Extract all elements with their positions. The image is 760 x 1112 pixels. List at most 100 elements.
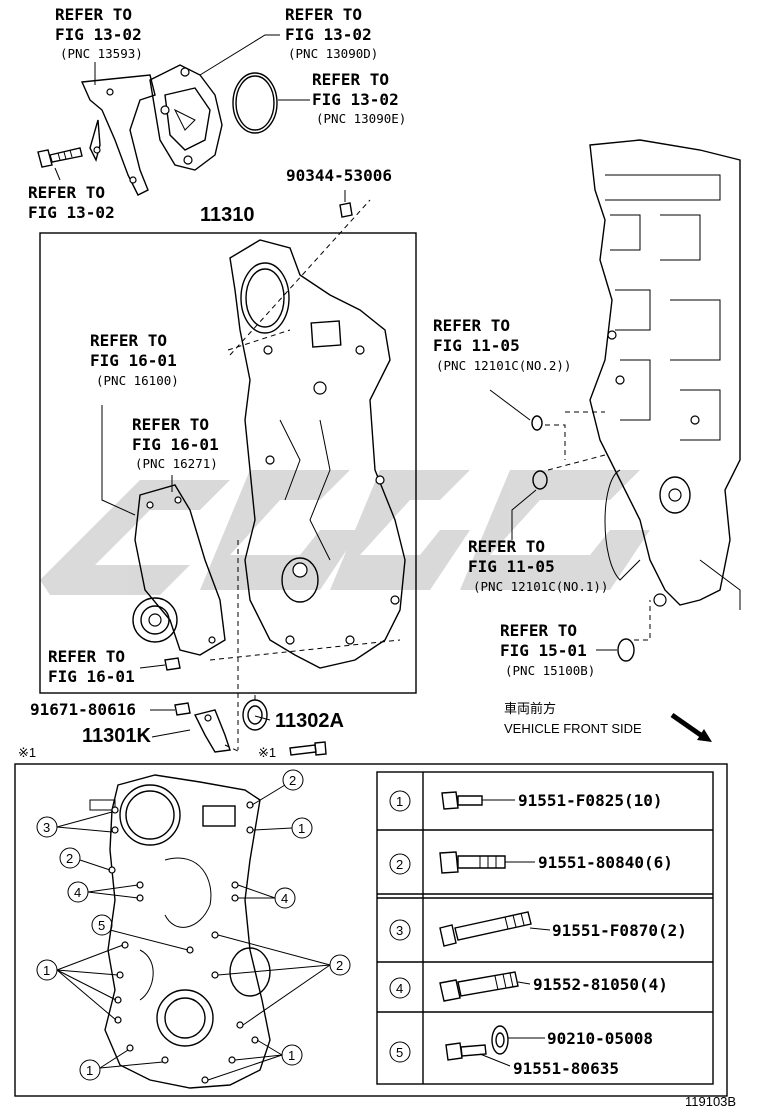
svg-text:3: 3 <box>43 820 50 835</box>
vehicle-front-jp: 車両前方 <box>504 701 556 716</box>
svg-text:(PNC 13593): (PNC 13593) <box>60 46 143 61</box>
vacuum-pump <box>149 64 223 171</box>
svg-text:4: 4 <box>396 981 403 996</box>
o-ring-no1 <box>532 470 548 490</box>
svg-text:FIG 13-02: FIG 13-02 <box>55 25 142 44</box>
oil-strainer-ring <box>617 638 635 662</box>
ref-12101c-no2: REFER TO FIG 11-05 (PNC 12101C(NO.2)) <box>433 316 571 373</box>
svg-text:90210-05008: 90210-05008 <box>547 1029 653 1048</box>
callout-2-top: 2 <box>282 769 304 791</box>
callout-2-right: 2 <box>329 954 351 976</box>
figure-id: 119103B <box>685 1094 736 1109</box>
svg-text:FIG 11-05: FIG 11-05 <box>433 336 520 355</box>
plug-icon <box>339 202 353 218</box>
o-ring <box>232 72 278 134</box>
cover-bolt-map <box>89 774 271 1089</box>
bolt-row-5: 5 90210-05008 91551-80635 <box>389 1025 653 1078</box>
note-bolt-icon <box>289 741 327 756</box>
svg-text:1: 1 <box>86 1063 93 1078</box>
bolt-section-frame <box>14 763 728 1097</box>
front-arrow-icon <box>670 712 712 742</box>
svg-text:2: 2 <box>336 958 343 973</box>
svg-text:(PNC 16271): (PNC 16271) <box>135 456 218 471</box>
svg-text:91551-F0870(2): 91551-F0870(2) <box>552 921 687 940</box>
part-90344-label: 90344-53006 <box>286 166 392 185</box>
svg-text:FIG 13-02: FIG 13-02 <box>28 203 115 222</box>
assembly-frame <box>39 232 417 694</box>
svg-text:91551-F0825(10): 91551-F0825(10) <box>518 791 663 810</box>
svg-text:(PNC 12101C(NO.1)): (PNC 12101C(NO.1)) <box>473 579 608 594</box>
part-91671-label: 91671-80616 <box>30 700 136 719</box>
svg-text:1: 1 <box>43 963 50 978</box>
svg-text:REFER TO: REFER TO <box>285 5 362 24</box>
svg-text:(PNC 12101C(NO.2)): (PNC 12101C(NO.2)) <box>436 358 571 373</box>
svg-text:FIG 15-01: FIG 15-01 <box>500 641 587 660</box>
ref-12101c-no1: REFER TO FIG 11-05 (PNC 12101C(NO.1)) <box>468 537 608 594</box>
oil-seal <box>242 699 268 731</box>
bolt-icon <box>37 147 83 168</box>
svg-text:FIG 13-02: FIG 13-02 <box>312 90 399 109</box>
water-pump <box>132 484 226 656</box>
ref-16-01-bolt: REFER TO FIG 16-01 <box>48 647 135 686</box>
engine-block <box>589 139 741 610</box>
timing-chain-cover <box>229 239 406 669</box>
svg-text:4: 4 <box>74 885 81 900</box>
note-mark-2: ※1 <box>258 745 276 760</box>
svg-text:(PNC 13090D): (PNC 13090D) <box>288 46 378 61</box>
note-mark-1: ※1 <box>18 745 36 760</box>
ref-16271: REFER TO FIG 16-01 (PNC 16271) <box>132 415 219 471</box>
svg-text:REFER TO: REFER TO <box>55 5 132 24</box>
svg-text:5: 5 <box>396 1045 403 1060</box>
part-11302a-label: 11302A <box>275 710 344 732</box>
svg-text:(PNC 15100B): (PNC 15100B) <box>505 663 595 678</box>
ref-13090e: REFER TO FIG 13-02 (PNC 13090E) <box>312 70 406 126</box>
svg-text:5: 5 <box>98 918 105 933</box>
svg-text:1: 1 <box>298 821 305 836</box>
svg-text:REFER TO: REFER TO <box>132 415 209 434</box>
svg-text:1: 1 <box>396 794 403 809</box>
svg-text:REFER TO: REFER TO <box>433 316 510 335</box>
callout-1-left: 1 <box>36 959 58 981</box>
crank-sensor <box>193 709 231 753</box>
part-11301k-label: 11301K <box>82 725 152 747</box>
svg-text:REFER TO: REFER TO <box>500 621 577 640</box>
chain-guide-plate <box>80 74 156 196</box>
ref-16100: REFER TO FIG 16-01 (PNC 16100) <box>90 331 179 388</box>
svg-text:REFER TO: REFER TO <box>48 647 125 666</box>
svg-text:3: 3 <box>396 923 403 938</box>
svg-text:FIG 13-02: FIG 13-02 <box>285 25 372 44</box>
ref-13-02-bolt: REFER TO FIG 13-02 <box>28 183 115 222</box>
callout-1-bottom-right: 1 <box>281 1044 303 1066</box>
svg-text:2: 2 <box>289 773 296 788</box>
bolt-holes <box>108 801 259 1084</box>
part-11310-label: 11310 <box>200 204 255 226</box>
ref-13090d: REFER TO FIG 13-02 (PNC 13090D) <box>285 5 378 61</box>
svg-text:2: 2 <box>396 857 403 872</box>
svg-text:REFER TO: REFER TO <box>90 331 167 350</box>
vehicle-front-en: VEHICLE FRONT SIDE <box>504 721 642 736</box>
bolt-row-1: 1 91551-F0825(10) <box>389 790 663 812</box>
callout-1-bottom-left: 1 <box>79 1059 101 1081</box>
svg-text:91552-81050(4): 91552-81050(4) <box>533 975 668 994</box>
svg-text:(PNC 16100): (PNC 16100) <box>96 373 179 388</box>
callout-3: 3 <box>36 816 58 838</box>
callout-4-left: 4 <box>67 881 89 903</box>
small-bolt-icon <box>164 657 181 671</box>
svg-text:FIG 16-01: FIG 16-01 <box>132 435 219 454</box>
svg-text:FIG 11-05: FIG 11-05 <box>468 557 555 576</box>
svg-text:91551-80840(6): 91551-80840(6) <box>538 853 673 872</box>
bolt-table <box>376 771 714 1085</box>
o-ring-no2 <box>531 415 543 431</box>
svg-text:91551-80635: 91551-80635 <box>513 1059 619 1078</box>
watermark-logo <box>40 470 650 595</box>
sensor-bolt-icon <box>174 702 191 716</box>
callout-4-right: 4 <box>274 887 296 909</box>
ref-13593: REFER TO FIG 13-02 (PNC 13593) <box>55 5 143 61</box>
svg-text:1: 1 <box>288 1048 295 1063</box>
svg-text:2: 2 <box>66 851 73 866</box>
svg-text:REFER TO: REFER TO <box>28 183 105 202</box>
bolt-row-2: 2 91551-80840(6) <box>389 851 673 875</box>
bolt-row-3: 3 91551-F0870(2) <box>389 911 687 947</box>
svg-text:4: 4 <box>281 891 288 906</box>
